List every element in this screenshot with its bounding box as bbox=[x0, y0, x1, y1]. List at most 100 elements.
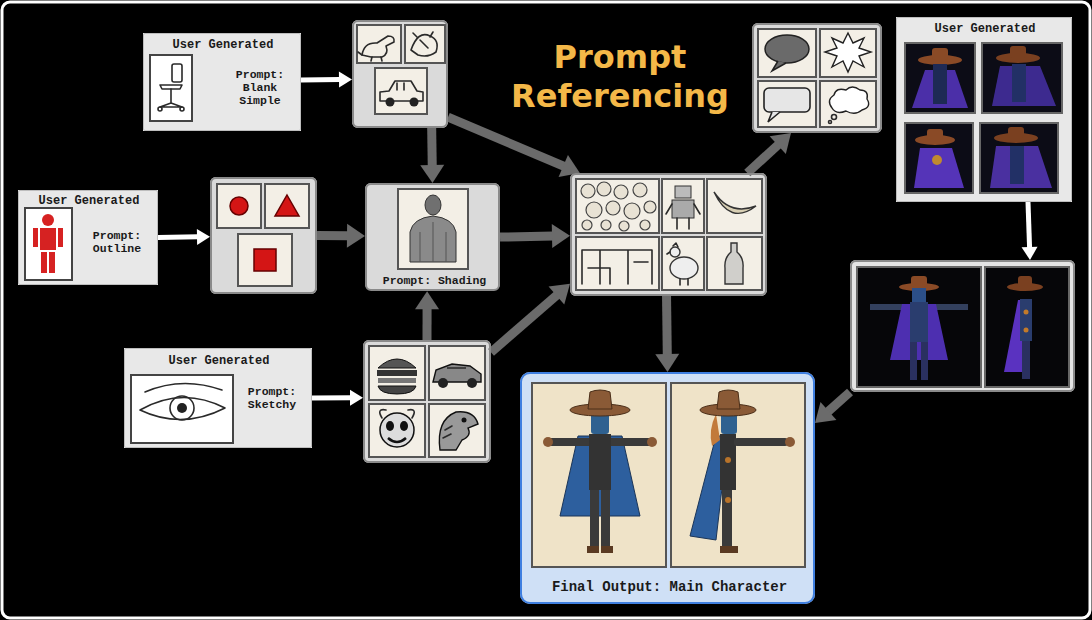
final-character bbox=[734, 438, 788, 446]
user-input-box: User GeneratedPrompt: Sketchy bbox=[124, 348, 312, 448]
dinosaur-sketch bbox=[357, 25, 401, 63]
arrowhead bbox=[347, 224, 365, 248]
sketchy-thumbnails bbox=[369, 346, 425, 400]
speech-bubble-sketch bbox=[765, 35, 809, 63]
object-thumbnails bbox=[576, 237, 659, 290]
final-character bbox=[647, 437, 657, 447]
dark-turnaround bbox=[912, 288, 926, 302]
panel-fill bbox=[210, 177, 317, 294]
outline-figure bbox=[58, 228, 63, 247]
sketchy-thumbnails bbox=[380, 413, 414, 447]
object-thumbnails bbox=[614, 185, 628, 199]
object-thumbnails bbox=[576, 179, 762, 290]
creature-sketch bbox=[405, 25, 445, 63]
final-character bbox=[601, 490, 610, 548]
object-thumbnails bbox=[662, 179, 704, 233]
image-set-box bbox=[363, 340, 491, 463]
flow-arrow bbox=[655, 296, 679, 372]
shape-thumbnails bbox=[275, 195, 299, 216]
shaded-figure bbox=[398, 189, 468, 269]
dark-turnaround bbox=[985, 267, 1069, 387]
final-character bbox=[720, 546, 738, 553]
arrow-shaft bbox=[312, 395, 351, 400]
flow-arrow bbox=[448, 117, 580, 177]
shape-thumbnails bbox=[230, 197, 248, 215]
final-character bbox=[589, 434, 611, 490]
dark-turnaround bbox=[1024, 310, 1029, 315]
final-character bbox=[532, 383, 805, 567]
dark-character-image bbox=[905, 43, 1062, 193]
speech-bubble-sketch bbox=[825, 33, 871, 72]
final-character bbox=[720, 434, 736, 490]
object-thumbnails bbox=[640, 220, 650, 230]
image-set-box bbox=[352, 20, 448, 128]
sketchy-thumbnails bbox=[429, 404, 485, 457]
arrowhead bbox=[350, 390, 363, 406]
outline-figure bbox=[25, 208, 72, 280]
eye-sketch bbox=[140, 397, 225, 419]
object-thumbnails bbox=[644, 201, 656, 213]
car-sketch bbox=[386, 98, 395, 107]
image-set-box bbox=[752, 23, 882, 133]
arrow-shaft bbox=[491, 295, 557, 352]
box-heading: User Generated bbox=[19, 195, 159, 209]
dark-turnaround bbox=[1020, 299, 1032, 341]
dark-character-image bbox=[990, 146, 1052, 188]
arrowhead bbox=[339, 72, 352, 88]
final-character bbox=[717, 390, 740, 409]
speech-bubble-sketch bbox=[768, 112, 780, 122]
shape-thumbnails bbox=[217, 184, 261, 228]
arrow-shaft bbox=[301, 77, 340, 82]
flow-arrow bbox=[415, 291, 439, 340]
final-character bbox=[785, 437, 795, 447]
object-thumbnails bbox=[586, 202, 602, 218]
object-thumbnails bbox=[582, 250, 652, 284]
sketchy-thumbnails bbox=[462, 418, 467, 423]
object-thumbnails bbox=[581, 184, 595, 198]
flow-arrow bbox=[747, 133, 791, 173]
shape-thumbnails bbox=[217, 184, 309, 286]
user-input-box: User GeneratedPrompt: Blank Simple bbox=[143, 33, 301, 131]
arrowhead bbox=[655, 354, 679, 372]
object-thumbnails bbox=[675, 186, 691, 198]
shaded-figure bbox=[425, 195, 441, 215]
dinosaur-sketch bbox=[358, 52, 382, 61]
speech-bubble-sketch bbox=[829, 87, 868, 113]
panel-fill bbox=[570, 173, 767, 296]
object-thumbnails bbox=[581, 182, 656, 231]
outline-figure bbox=[41, 252, 47, 273]
dark-turnaround bbox=[857, 267, 981, 387]
speech-bubble-sketch bbox=[820, 29, 876, 77]
object-thumbnails bbox=[666, 204, 700, 229]
image-set-box: Prompt: Shading bbox=[365, 183, 500, 291]
speech-bubble-sketch bbox=[758, 29, 876, 127]
object-thumbnails bbox=[672, 200, 694, 218]
sketchy-thumbnails bbox=[369, 404, 425, 457]
object-thumbnails bbox=[714, 192, 756, 213]
final-character bbox=[725, 457, 731, 463]
speech-bubble-sketch bbox=[758, 29, 816, 77]
panel-fill bbox=[124, 348, 312, 448]
shaded-figure bbox=[420, 222, 446, 262]
eye-sketch bbox=[131, 375, 233, 443]
arrow-shaft bbox=[662, 296, 672, 355]
sketchy-thumbnails bbox=[443, 426, 452, 438]
arrowhead bbox=[1022, 247, 1038, 260]
outline-figure bbox=[33, 228, 38, 247]
flow-arrow bbox=[420, 128, 444, 183]
dark-turnaround bbox=[1022, 341, 1030, 379]
box-label: Prompt: Outline bbox=[79, 229, 155, 255]
dark-character-image bbox=[1012, 64, 1026, 102]
sketchy-thumbnails bbox=[438, 378, 448, 388]
box-label: Prompt: Sketchy bbox=[235, 385, 309, 411]
arrow-shaft bbox=[448, 117, 564, 166]
arrow-shaft bbox=[500, 236, 553, 237]
creature-sketch bbox=[405, 25, 445, 63]
speech-bubble-sketch bbox=[829, 121, 832, 124]
dark-character-image bbox=[1010, 146, 1024, 184]
object-thumbnails bbox=[667, 243, 688, 285]
chair-sketch bbox=[150, 55, 192, 121]
box-label: Prompt: Shading bbox=[367, 274, 502, 287]
dark-character-image bbox=[905, 123, 973, 193]
